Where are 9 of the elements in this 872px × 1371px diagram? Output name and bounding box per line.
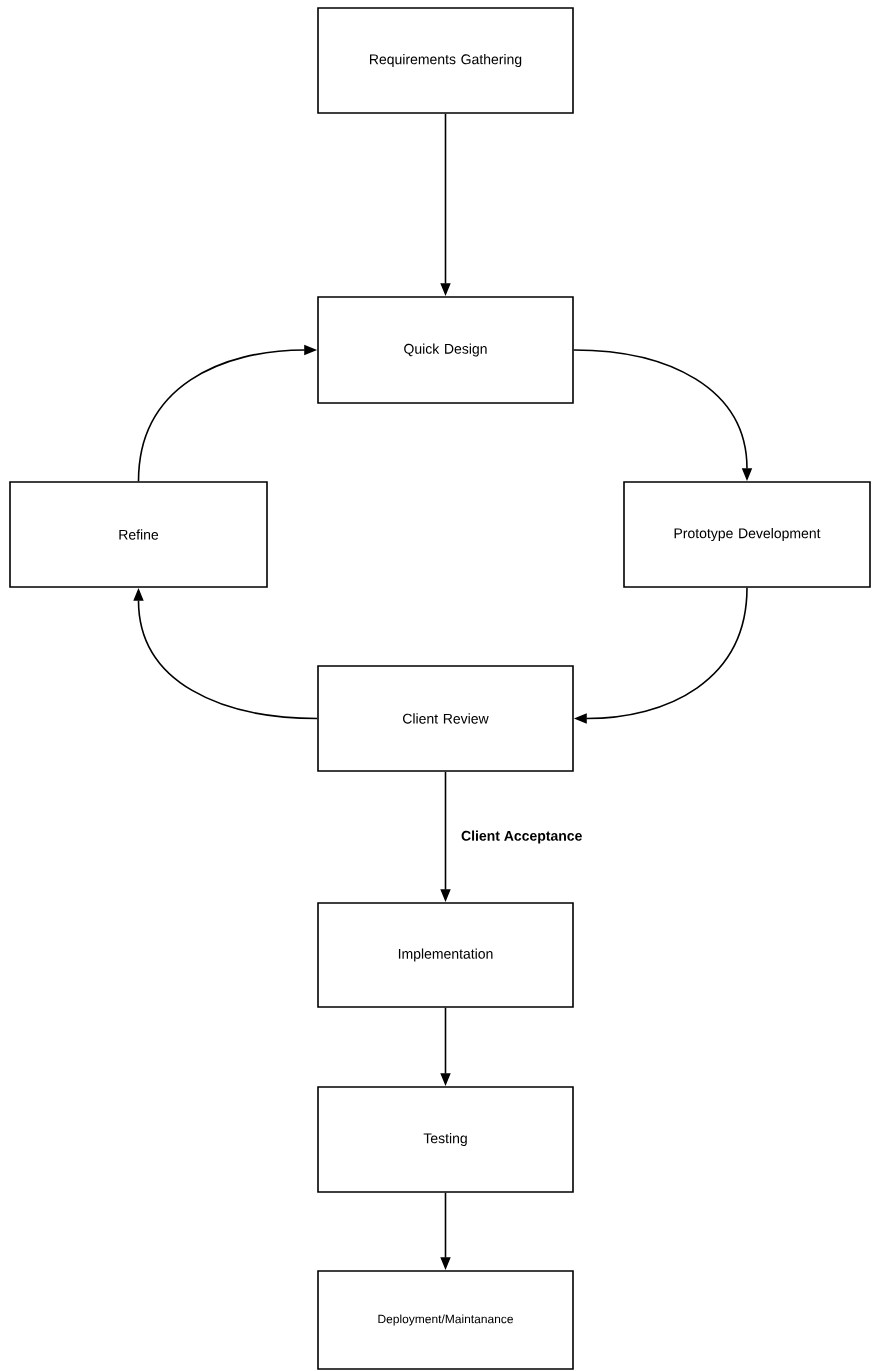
process-box: Implementation bbox=[317, 902, 574, 1008]
process-box: Prototype Development bbox=[623, 481, 871, 588]
edge-label: Client Acceptance bbox=[461, 830, 582, 844]
process-box: Requirements Gathering bbox=[317, 7, 574, 114]
process-box: Quick Design bbox=[317, 296, 574, 404]
process-box: Deployment/Maintanance bbox=[317, 1270, 574, 1370]
process-box: Client Review bbox=[317, 665, 574, 772]
process-box: Refine bbox=[9, 481, 268, 588]
process-box: Testing bbox=[317, 1086, 574, 1193]
